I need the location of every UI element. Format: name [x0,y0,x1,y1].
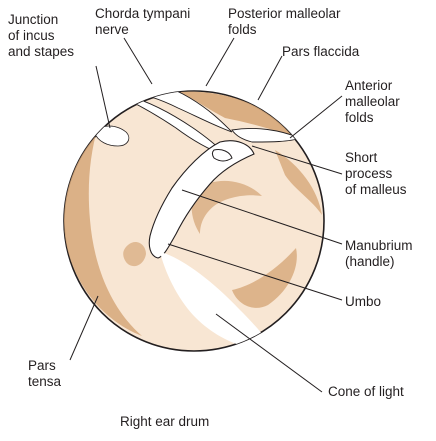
label-umbo: Umbo [345,294,382,309]
cone-of-light-shape [160,252,276,351]
label-junction-incus-stapes: Junction of incus and stapes [8,12,75,59]
shadow-center [191,180,262,234]
pars-flaccida-region [180,91,296,138]
anterior-fold-band [231,128,302,143]
malleus-handle-shape [148,140,255,259]
leader-junction [95,65,111,129]
leader-manubrium [181,189,343,245]
leader-chorda [123,37,153,85]
rim-shadow-bottom-right [232,248,297,308]
shadow-lower-left [123,241,146,267]
leader-cone-of-light [215,313,323,393]
rim-shadow-right [275,150,322,215]
rim-shadow-left [64,100,142,336]
label-posterior-malleolar-folds: Posterior malleolar folds [228,6,341,37]
label-pars-flaccida: Pars flaccida [282,44,360,59]
leader-anterior-folds [289,95,343,139]
label-chorda-tympani: Chorda tympani nerve [95,6,191,37]
label-anterior-malleolar-folds: Anterior malleolar folds [345,78,400,125]
diagram-caption: Right ear drum [120,414,210,429]
leader-umbo [167,243,343,301]
label-pars-tensa: Pars tensa [28,358,62,389]
leader-short-process [251,145,343,175]
leader-pars-tensa [69,295,99,361]
leader-pars-flaccida [257,55,283,101]
short-process-shape [212,149,233,162]
label-cone-of-light: Cone of light [328,384,404,399]
leader-posterior-folds [205,37,235,87]
label-short-process: Short process of malleus [345,150,407,197]
label-manubrium: Manubrium (handle) [345,238,413,269]
